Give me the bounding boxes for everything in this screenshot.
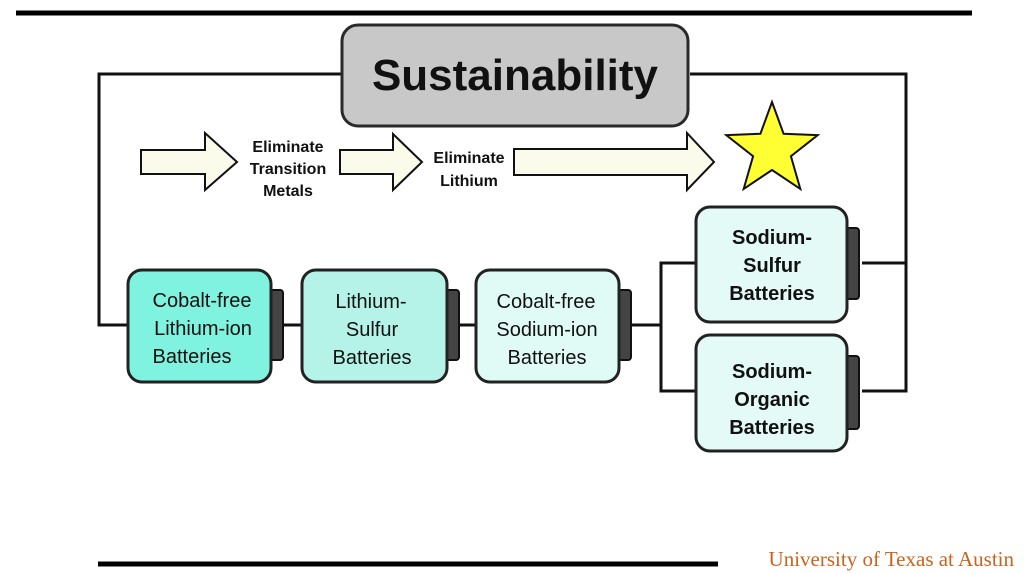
battery-label-line-1: Lithium-	[335, 291, 406, 313]
arrow-label-1: Eliminate Transition Metals	[250, 139, 326, 200]
arrow-label-1-line-1: Eliminate	[252, 139, 323, 156]
title-text: Sustainability	[372, 51, 659, 100]
battery-na-organic: Sodium- Organic Batteries	[694, 333, 860, 453]
battery-label-line-3: Batteries	[508, 347, 587, 369]
battery-label-line-3: Batteries	[729, 283, 815, 305]
battery-label-line-2: Organic	[734, 389, 810, 411]
battery-body	[126, 268, 273, 384]
battery-label-line-2: Lithium-ion	[154, 318, 252, 340]
battery-label-line-1: Cobalt-free	[153, 290, 252, 312]
right-loop-line	[690, 72, 908, 393]
arrow-1	[140, 130, 239, 193]
title-box: Sustainability	[340, 23, 690, 128]
star-icon	[723, 99, 821, 192]
battery-label-line-1: Cobalt-free	[497, 291, 596, 313]
battery-body	[474, 268, 621, 384]
battery-label-line-1: Sodium-	[732, 361, 812, 383]
battery-cobalt-free-li-ion: Cobalt-free Lithium-ion Batteries	[126, 268, 284, 384]
battery-li-s: Lithium- Sulfur Batteries	[300, 268, 460, 384]
battery-cobalt-free-na-ion: Cobalt-free Sodium-ion Batteries	[474, 268, 632, 384]
battery-label-line-2: Sulfur	[743, 255, 801, 277]
battery-na-s: Sodium- Sulfur Batteries	[694, 205, 860, 324]
arrow-3	[513, 130, 716, 193]
split-line	[659, 261, 696, 393]
battery-label-line-1: Sodium-	[732, 227, 812, 249]
arrow-2	[339, 131, 424, 193]
battery-label-line-3: Batteries	[729, 417, 815, 439]
battery-label-line-2: Sulfur	[346, 319, 399, 341]
battery-body	[300, 268, 449, 384]
battery-label-line-3: Batteries	[153, 346, 232, 368]
arrow-label-1-line-2: Transition	[250, 161, 326, 178]
arrow-label-2: Eliminate Lithium	[433, 150, 504, 190]
left-loop-line	[97, 72, 342, 327]
process-arrows	[140, 130, 716, 193]
battery-label-line-2: Sodium-ion	[496, 319, 597, 341]
arrow-label-2-line-1: Eliminate	[433, 150, 504, 167]
battery-body	[694, 333, 849, 453]
connector-lines	[97, 72, 908, 393]
arrow-label-2-line-2: Lithium	[440, 173, 498, 190]
battery-body	[694, 205, 849, 324]
footer-text: University of Texas at Austin	[769, 547, 1015, 571]
battery-label-line-3: Batteries	[333, 347, 412, 369]
arrow-label-1-line-3: Metals	[263, 183, 313, 200]
